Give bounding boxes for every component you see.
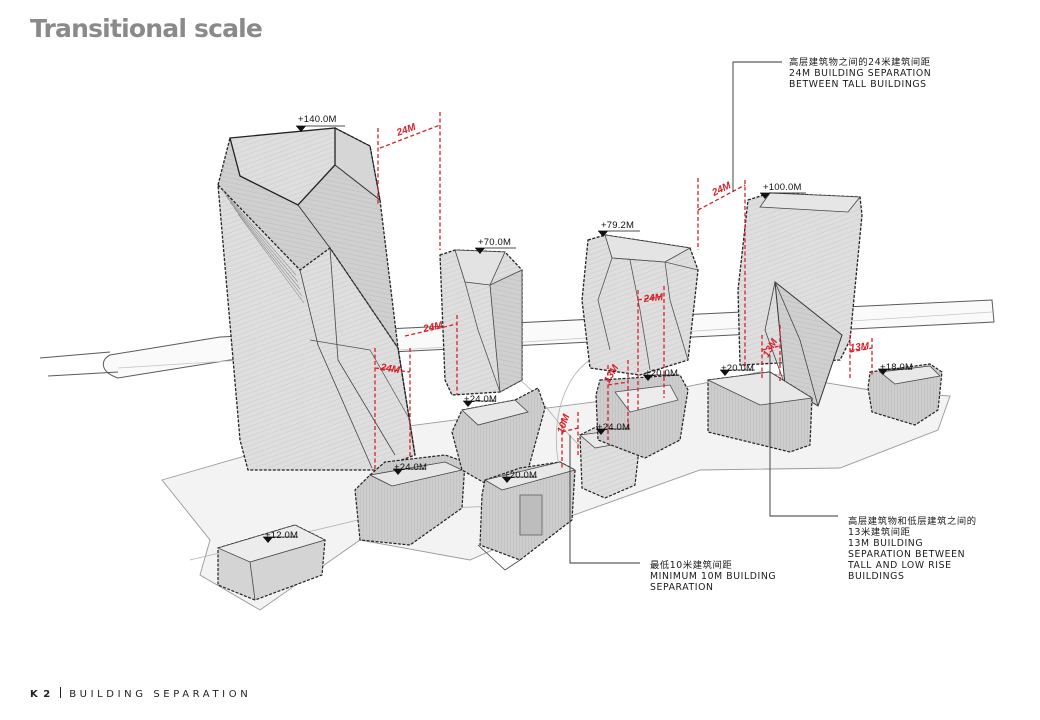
page-title: Transitional scale	[30, 14, 263, 43]
height-label: +140.0M	[298, 114, 337, 125]
height-label: +79.2M	[601, 220, 634, 231]
separation-dimensions	[374, 112, 873, 470]
footer: K 2 BUILDING SEPARATION	[30, 687, 251, 700]
height-marker-lines	[263, 125, 912, 538]
leader-lines	[569, 61, 838, 564]
height-label: +20.0M	[504, 470, 537, 481]
note-tall-buildings: 高层建筑物之间的24米建筑间距 24M BUILDING SEPARATION …	[789, 57, 932, 90]
podium-18m	[867, 363, 943, 426]
section-title: BUILDING SEPARATION	[69, 689, 252, 700]
separation-label: 24M	[421, 320, 444, 335]
separation-label: 24M	[642, 292, 664, 305]
podium-20m-right	[706, 371, 814, 453]
separation-label: 24M	[394, 122, 418, 140]
note-tall-low-buildings: 高层建筑物和低层建筑之间的 13米建筑间距 13M BUILDING SEPAR…	[848, 516, 977, 582]
podium-20m-front	[477, 461, 577, 571]
separation-label: 13M	[849, 341, 870, 354]
footer-divider	[60, 687, 62, 698]
height-label: +24.0M	[597, 422, 630, 433]
page-code: K 2	[30, 689, 52, 700]
podium-20m-mid	[595, 374, 689, 459]
height-label: +100.0M	[763, 182, 802, 193]
height-label: +70.0M	[478, 237, 511, 248]
height-label: +18.0M	[880, 362, 913, 373]
separation-label: 24M	[378, 362, 401, 377]
tower-100m	[737, 192, 863, 407]
tower-140m	[217, 127, 416, 471]
podium-12m	[216, 524, 327, 601]
height-label: +12.0M	[265, 530, 298, 541]
height-label: +20.0M	[645, 368, 678, 379]
separation-label: 24M	[710, 180, 734, 199]
height-label: +20.0M	[721, 363, 754, 374]
podium-24m-mid	[451, 387, 546, 486]
tower-70m	[439, 249, 523, 396]
podium-24m-left	[354, 454, 466, 546]
height-label: +24.0M	[464, 394, 497, 405]
note-minimum-separation: 最低10米建筑间距 MINIMUM 10M BUILDING SEPARATIO…	[650, 560, 777, 593]
tower-79m	[581, 234, 699, 376]
height-markers	[263, 126, 888, 543]
height-label: +24.0M	[394, 462, 427, 473]
